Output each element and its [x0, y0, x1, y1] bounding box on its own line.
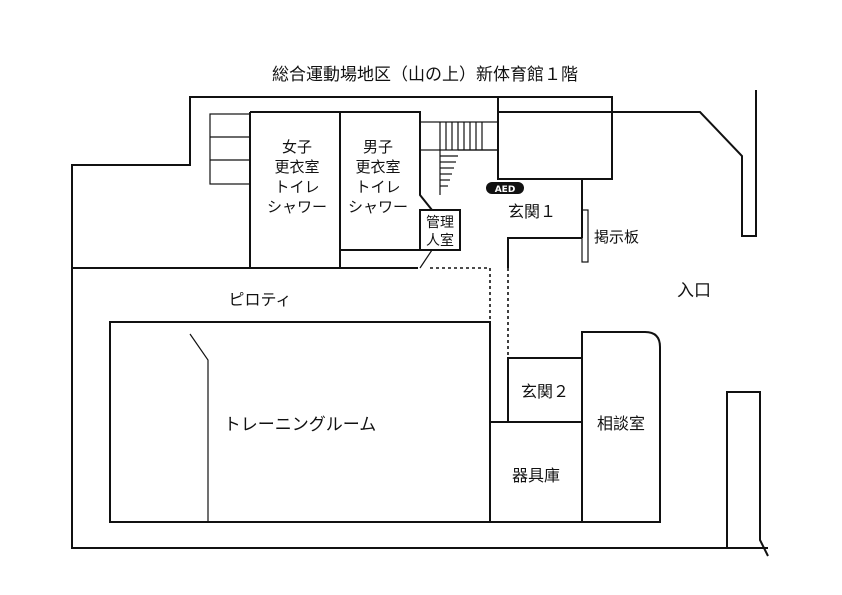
equipment-storage-label: 器具庫	[512, 466, 560, 485]
management-room-line1: 管理	[426, 215, 454, 231]
womens-locker-room: 女子 更衣室 トイレ シャワー	[249, 111, 341, 268]
outer-wall	[612, 90, 757, 237]
entrance2-label: 玄関２	[521, 382, 569, 401]
aed-label: AED	[495, 185, 516, 195]
entrance1-label: 玄関１	[508, 202, 556, 221]
entrance2-room: 玄関２	[507, 357, 583, 423]
training-room: トレーニングルーム	[109, 321, 491, 523]
outer-wall-right-lower	[726, 391, 769, 557]
piloti-label: ピロティ	[228, 290, 291, 309]
outer-wall-upper	[71, 96, 768, 549]
stairs	[419, 121, 499, 195]
womens-locker-line2: 更衣室	[274, 158, 319, 176]
womens-locker-line1: 女子	[282, 138, 312, 156]
piloti-dotted-edge	[430, 267, 491, 322]
management-room-line2: 人室	[426, 232, 454, 249]
aed-marker: AED	[486, 182, 524, 195]
bulletin-board-label: 掲示板	[594, 228, 639, 246]
entrance1-inner-wall	[507, 237, 582, 268]
bulletin-board: 掲示板	[581, 209, 639, 263]
equipment-storage-room: 器具庫	[489, 421, 583, 523]
mens-locker-line4: シャワー	[348, 198, 408, 216]
management-room: 管理 人室	[419, 209, 461, 269]
hall-core-block	[497, 96, 613, 180]
map-title: 総合運動場地区（山の上）新体育館１階	[272, 65, 578, 85]
consultation-room-label: 相談室	[597, 414, 645, 433]
mens-locker-line2: 更衣室	[355, 158, 400, 176]
small-storage-cells	[209, 113, 251, 185]
mens-locker-room: 男子 更衣室 トイレ シャワー	[340, 111, 433, 251]
entrance-label: 入口	[677, 281, 711, 301]
womens-locker-line4: シャワー	[267, 198, 327, 216]
consultation-room: 相談室	[581, 331, 661, 523]
training-room-label: トレーニングルーム	[224, 415, 377, 435]
womens-locker-line3: トイレ	[274, 178, 319, 196]
mens-locker-line3: トイレ	[355, 178, 400, 196]
mens-locker-line1: 男子	[363, 138, 393, 156]
